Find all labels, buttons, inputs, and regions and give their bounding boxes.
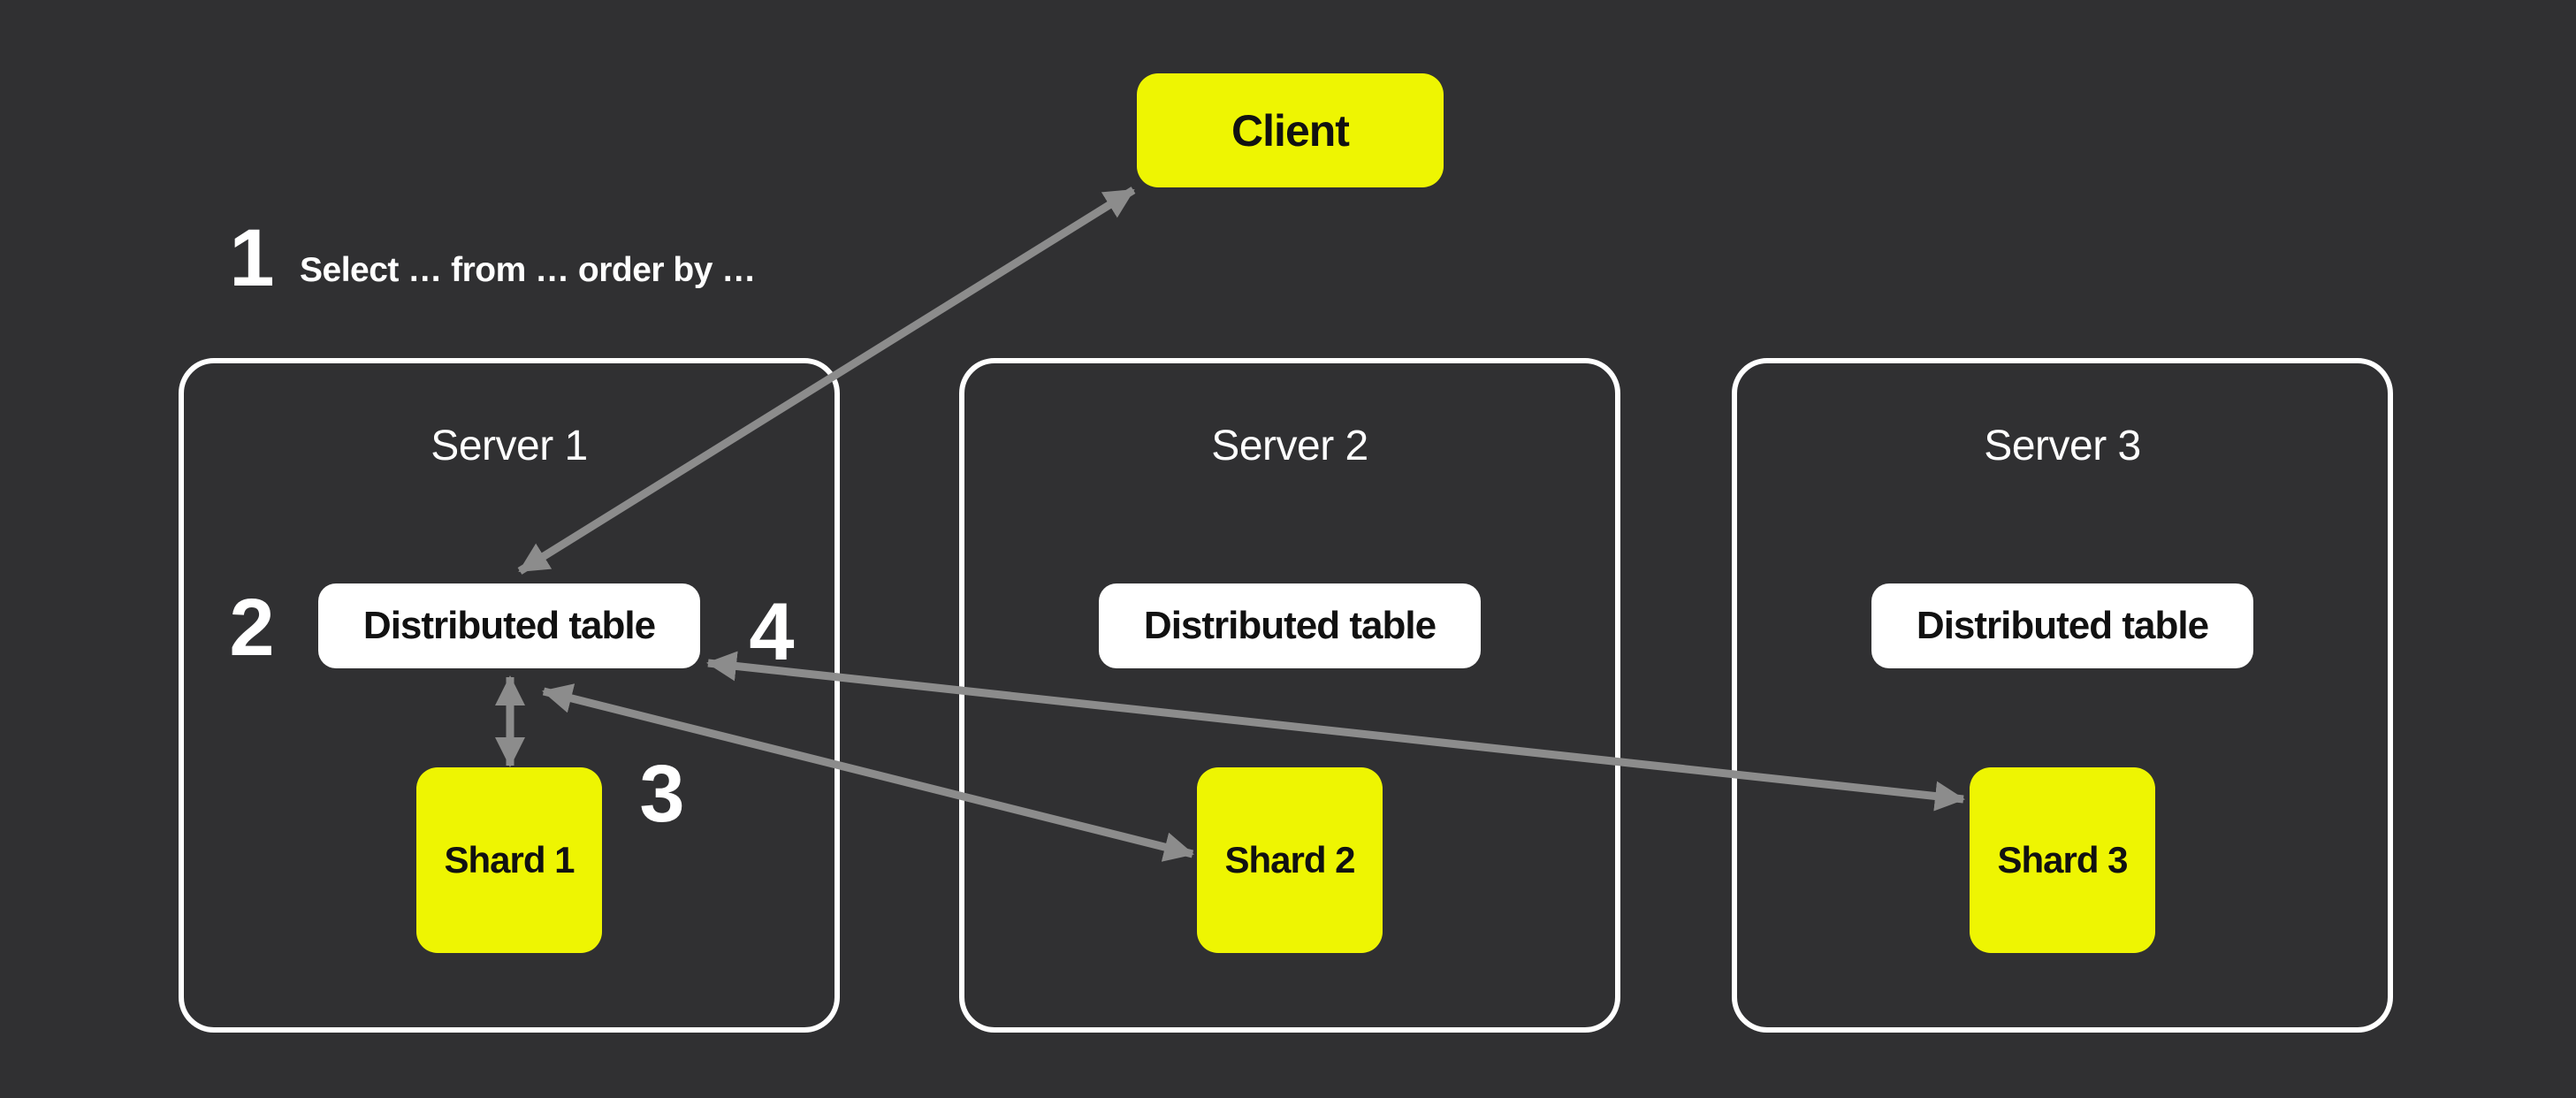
step-number-4: 4 [749, 587, 794, 677]
shard-label-1: Shard 1 [444, 839, 575, 881]
distributed-table-3: Distributed table [1871, 583, 2253, 668]
distributed-table-label-1: Distributed table [362, 604, 656, 647]
shard-label-3: Shard 3 [1997, 839, 2128, 881]
shard-box-2: Shard 2 [1197, 767, 1383, 953]
server-box-2: Server 2 Distributed table Shard 2 [959, 358, 1620, 1033]
client-box: Client [1137, 73, 1444, 187]
distributed-table-label-2: Distributed table [1143, 604, 1437, 647]
shard-box-3: Shard 3 [1970, 767, 2155, 953]
server-box-3: Server 3 Distributed table Shard 3 [1732, 358, 2393, 1033]
shard-box-1: Shard 1 [416, 767, 602, 953]
step-number-2: 2 [229, 583, 274, 673]
shard-label-2: Shard 2 [1224, 839, 1355, 881]
server-box-1: Server 1 Distributed table Shard 1 [179, 358, 840, 1033]
client-label: Client [1231, 105, 1350, 156]
server-title-2: Server 2 [1211, 423, 1368, 469]
distributed-table-2: Distributed table [1099, 583, 1481, 668]
step1-query-text: Select … from … order by … [300, 251, 756, 289]
server-title-1: Server 1 [431, 423, 588, 469]
distributed-table-1: Distributed table [318, 583, 700, 668]
step-number-1: 1 [229, 213, 274, 303]
server-title-3: Server 3 [1984, 423, 2141, 469]
step-number-3: 3 [639, 749, 684, 839]
distributed-table-label-3: Distributed table [1916, 604, 2209, 647]
